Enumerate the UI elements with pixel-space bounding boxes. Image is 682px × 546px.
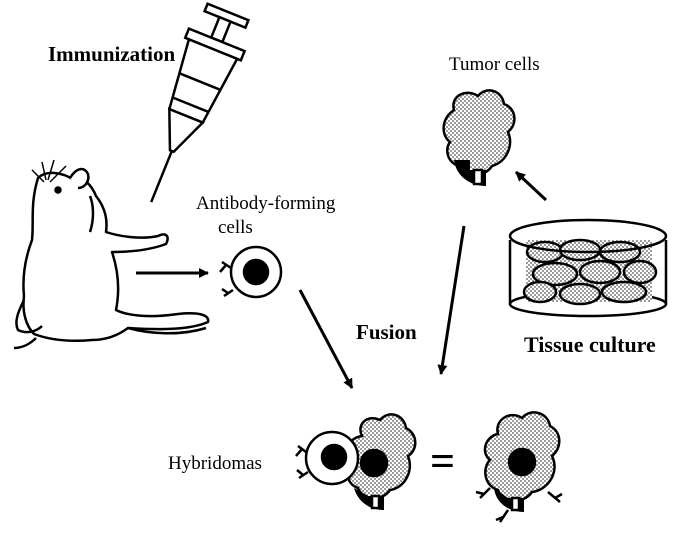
syringe-icon (123, 1, 255, 214)
mouse-icon (14, 160, 208, 348)
equals-sign: = (430, 440, 455, 484)
immunization-label: Immunization (48, 44, 175, 65)
antibody-forming-cell-icon (220, 247, 281, 297)
hybridoma-icon (296, 414, 415, 510)
arrow-dish-to-tumor (516, 172, 546, 200)
tissue-culture-dish-icon (510, 220, 666, 316)
tissue-culture-label: Tissue culture (524, 334, 656, 356)
fusion-label: Fusion (356, 322, 417, 343)
arrow-tumor-to-hybridoma (441, 226, 464, 374)
antibody-forming-label-line1: Antibody-forming (196, 194, 335, 213)
hybridomas-label: Hybridomas (168, 454, 262, 473)
tumor-cell-icon (444, 90, 515, 186)
antibody-forming-label-line2: cells (218, 218, 253, 237)
hybridoma-icon (476, 412, 562, 522)
tumor-cells-label: Tumor cells (449, 55, 540, 74)
arrow-cell-to-hybridoma (300, 290, 352, 388)
